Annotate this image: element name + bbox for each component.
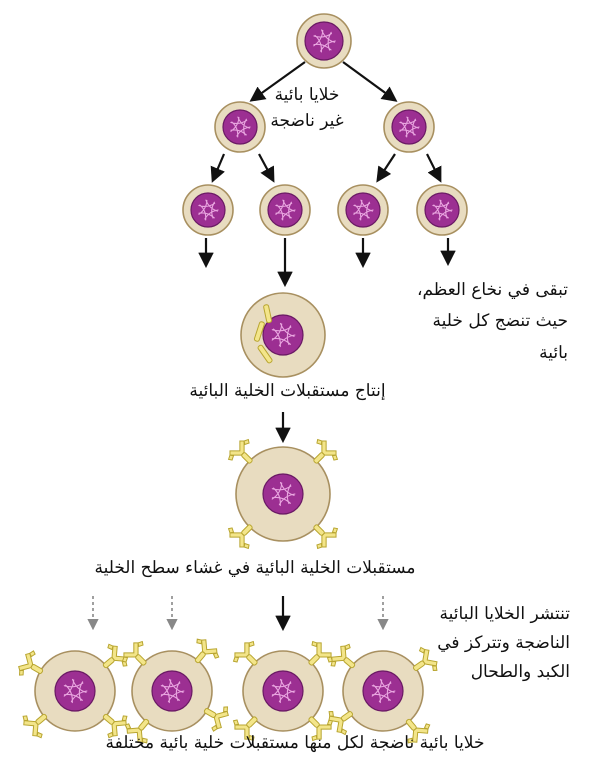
receptor-y-icon xyxy=(102,713,128,739)
chromatin xyxy=(313,29,336,53)
receptor-y-icon xyxy=(194,638,220,664)
receptor-protein xyxy=(263,304,273,324)
receptor-y-icon xyxy=(121,640,147,666)
receptor-y-icon xyxy=(313,438,339,464)
receptor-protein xyxy=(257,344,273,364)
arrow xyxy=(210,153,226,183)
nucleus xyxy=(151,670,193,712)
mature-b-cell xyxy=(232,640,334,742)
chromatin xyxy=(399,116,420,138)
receptor-y-icon xyxy=(412,646,438,671)
mature-b-cell xyxy=(18,643,128,739)
immature-b-cell xyxy=(416,184,468,236)
arrow xyxy=(249,61,306,102)
mature-b-cell xyxy=(328,643,438,744)
label-mature-b-cells-caption: خلايا بائية ناضجة لكل منها مستقبلات خلية… xyxy=(105,733,485,753)
receptor-y-icon xyxy=(308,716,334,742)
immature-b-cell xyxy=(337,184,389,236)
chromatin xyxy=(271,481,296,507)
cell-with-surface-receptors xyxy=(227,438,339,550)
receptor-protein xyxy=(253,321,265,342)
receptor-y-icon xyxy=(124,718,150,744)
receptor-y-icon xyxy=(405,718,431,744)
receptor-y-icon xyxy=(227,524,253,550)
chromatin xyxy=(198,199,219,221)
stem-cell xyxy=(296,13,352,69)
chromatin xyxy=(160,678,185,704)
receptor-y-icon xyxy=(328,711,354,736)
receptor-y-icon xyxy=(308,640,334,666)
receptor-y-icon xyxy=(22,713,48,739)
receptor-y-icon xyxy=(313,524,339,550)
arrow xyxy=(376,153,396,183)
nucleus xyxy=(267,192,303,228)
chromatin xyxy=(230,116,251,138)
label-remain-bone-marrow: تبقى في نخاع العظم، حيث تنضج كل خلية بائ… xyxy=(416,280,568,363)
receptor-y-icon xyxy=(102,643,128,669)
arrow xyxy=(426,153,442,183)
chromatin xyxy=(371,678,396,704)
nucleus xyxy=(262,473,304,515)
receptor-y-icon xyxy=(203,706,229,732)
nucleus xyxy=(262,670,304,712)
nucleus xyxy=(222,109,258,145)
immature-b-cell xyxy=(182,184,234,236)
receptor-y-icon xyxy=(232,640,258,666)
receptor-y-icon xyxy=(227,438,253,464)
arrow xyxy=(342,61,398,102)
chromatin xyxy=(353,199,374,221)
mature-b-cell xyxy=(121,638,229,744)
receptor-y-icon xyxy=(232,716,258,742)
chromatin xyxy=(275,199,296,221)
nucleus xyxy=(304,21,344,61)
label-immature-b-cells: خلايا بائية غير ناضجة xyxy=(270,85,344,132)
chromatin xyxy=(63,678,88,704)
receptor-y-icon xyxy=(18,650,44,676)
label-spread-liver-spleen: تنتشر الخلايا البائية الناضجة وتتركز في … xyxy=(437,604,570,682)
immature-b-cell xyxy=(259,184,311,236)
nucleus xyxy=(54,670,96,712)
chromatin xyxy=(271,678,296,704)
chromatin xyxy=(432,199,453,221)
arrow xyxy=(258,153,275,183)
immature-b-cell xyxy=(214,101,266,153)
nucleus xyxy=(345,192,381,228)
nucleus xyxy=(362,670,404,712)
chromatin xyxy=(271,322,296,348)
label-receptor-production: إنتاج مستقبلات الخلية البائية xyxy=(189,381,386,401)
receptor-y-icon xyxy=(330,643,356,669)
nucleus xyxy=(424,192,460,228)
nucleus xyxy=(190,192,226,228)
immature-b-cell xyxy=(383,101,435,153)
nucleus xyxy=(262,314,304,356)
receptor-producing-cell xyxy=(240,292,326,378)
nucleus xyxy=(391,109,427,145)
label-receptors-in-membrane: مستقبلات الخلية البائية في غشاء سطح الخل… xyxy=(94,558,416,578)
